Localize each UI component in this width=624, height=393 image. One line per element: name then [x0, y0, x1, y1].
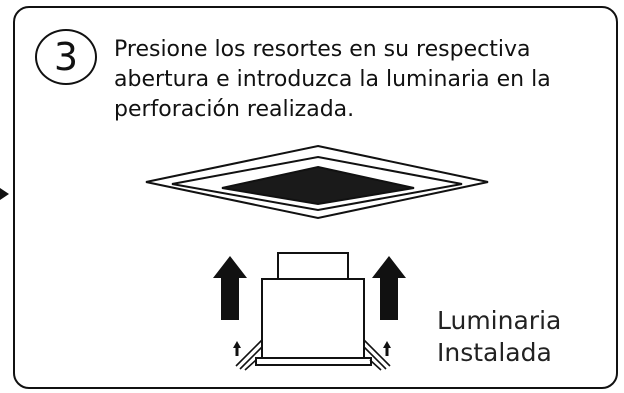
luminaire-top-cap [277, 252, 349, 280]
small-arrow-up-icon [233, 341, 241, 356]
result-label-line1: Luminaria [437, 306, 562, 335]
result-label: Luminaria Instalada [437, 305, 561, 369]
arrow-up-icon [213, 256, 247, 320]
step-number-badge: 3 [35, 29, 97, 85]
step-instruction-text: Presione los resortes en su respectiva a… [114, 37, 551, 122]
luminaire-trim [255, 357, 372, 366]
small-arrow-up-icon [383, 341, 391, 356]
luminaire-body [261, 278, 365, 359]
result-label-line2: Instalada [437, 338, 552, 367]
left-spring [235, 339, 263, 371]
ceiling-opening [221, 165, 415, 206]
arrow-right-icon [0, 188, 9, 200]
right-spring [363, 339, 391, 371]
ceiling-panel-inner [171, 155, 463, 212]
luminaire [235, 252, 391, 371]
ceiling-panel [145, 144, 489, 220]
arrow-up-icon [372, 256, 406, 320]
